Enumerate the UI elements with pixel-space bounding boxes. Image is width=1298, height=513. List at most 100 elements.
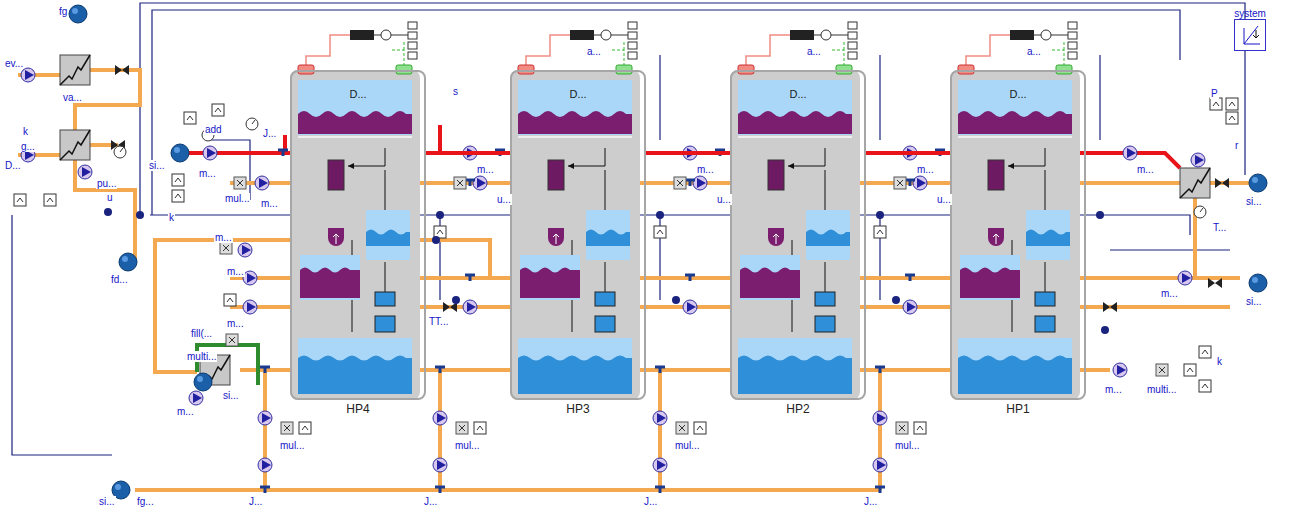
component-label: ev...	[4, 58, 24, 69]
component-label: si...	[222, 390, 240, 401]
connection-dots	[436, 211, 444, 219]
pumps	[203, 146, 217, 160]
pumps	[873, 458, 887, 472]
system-icon	[1236, 20, 1266, 50]
component-label: u...	[936, 194, 952, 205]
pumps	[433, 458, 447, 472]
boundary-sources	[69, 5, 1267, 499]
valves-and-tees	[685, 275, 695, 281]
component-label: mul...	[279, 440, 305, 451]
component-label: fg	[58, 6, 68, 17]
valves-and-tees	[465, 275, 475, 281]
control-blocks	[1199, 346, 1211, 358]
component-label: D...	[4, 160, 22, 171]
component-label: J...	[643, 496, 658, 507]
pumps	[243, 300, 257, 314]
system-icon	[1236, 20, 1266, 50]
component-label: a...	[1026, 46, 1042, 57]
effect-vessels	[290, 22, 1080, 400]
valves-and-tees	[435, 487, 445, 493]
component-label: si...	[1245, 196, 1263, 207]
pumps	[1113, 363, 1127, 377]
control-blocks	[172, 190, 184, 202]
component-label: T...	[1212, 222, 1227, 233]
component-label: m...	[476, 164, 495, 175]
component-label: J...	[248, 496, 263, 507]
component-name: D...	[512, 88, 644, 100]
component-label: a...	[806, 46, 822, 57]
pumps	[873, 411, 887, 425]
control-blocks	[674, 177, 686, 189]
system-icon	[1253, 30, 1259, 38]
vessel-name: HP2	[786, 402, 809, 416]
connection-dots	[136, 211, 144, 219]
connection-dots	[452, 296, 460, 304]
heat-exchangers	[60, 55, 1210, 385]
control-blocks	[220, 242, 232, 254]
vessel-name: HP3	[566, 402, 589, 416]
boundary-sources	[1249, 174, 1267, 192]
valves-and-tees	[875, 367, 885, 373]
effect-vessel: D...HP3	[510, 70, 646, 400]
pumps	[693, 176, 707, 190]
valves-and-tees	[1208, 278, 1222, 288]
steam-pipe	[866, 151, 950, 155]
connection-dots	[1096, 211, 1104, 219]
connection-dots	[104, 208, 112, 216]
valves-and-tees	[260, 367, 270, 373]
valves-and-tees	[875, 487, 885, 493]
component-name: D...	[952, 88, 1084, 100]
pumps	[653, 411, 667, 425]
heat-exchangers	[60, 55, 90, 85]
component-label: m...	[214, 232, 233, 243]
component-label: m...	[696, 164, 715, 175]
pumps	[913, 176, 927, 190]
pumps	[653, 458, 667, 472]
component-name: D...	[732, 88, 864, 100]
component-label: k	[1216, 356, 1223, 367]
component-label: u...	[716, 194, 732, 205]
control-blocks	[914, 422, 926, 434]
component-label: pu...	[96, 178, 117, 189]
connection-dots	[656, 211, 664, 219]
connection-dots	[876, 211, 884, 219]
component-label: m...	[1136, 164, 1155, 175]
component-label: mul...	[894, 440, 920, 451]
brine-pipes	[18, 70, 140, 262]
pumps	[903, 300, 917, 314]
pumps	[78, 165, 92, 179]
pumps	[683, 300, 697, 314]
control-blocks	[1210, 98, 1222, 110]
connection-dots	[432, 236, 440, 244]
control-blocks	[226, 334, 238, 346]
component-label: add	[204, 124, 223, 135]
component-label: u	[106, 192, 114, 203]
valves-and-tees	[905, 275, 915, 281]
connection-dots	[672, 296, 680, 304]
control-blocks	[676, 422, 688, 434]
pumps	[1178, 271, 1192, 285]
pumps	[238, 243, 252, 257]
pumps	[463, 300, 477, 314]
pumps	[21, 68, 1205, 472]
component-label: m...	[916, 164, 935, 175]
valves-and-tees	[278, 150, 288, 156]
control-blocks	[1156, 364, 1168, 376]
component-label: si...	[1245, 296, 1263, 307]
effect-vessel: D...HP2	[730, 70, 866, 400]
heat-exchangers	[1180, 168, 1210, 198]
boundary-sources	[119, 253, 137, 271]
control-blocks	[44, 194, 56, 206]
control-blocks	[14, 98, 1238, 434]
control-blocks	[172, 174, 184, 186]
control-blocks	[896, 422, 908, 434]
signal-wires	[12, 3, 1245, 455]
component-label: TT...	[428, 316, 449, 327]
control-blocks	[224, 294, 236, 306]
valves-and-tees	[435, 367, 445, 373]
control-blocks	[184, 112, 196, 124]
effect-vessels	[730, 22, 860, 400]
pumps	[473, 176, 487, 190]
pumps	[21, 68, 35, 82]
